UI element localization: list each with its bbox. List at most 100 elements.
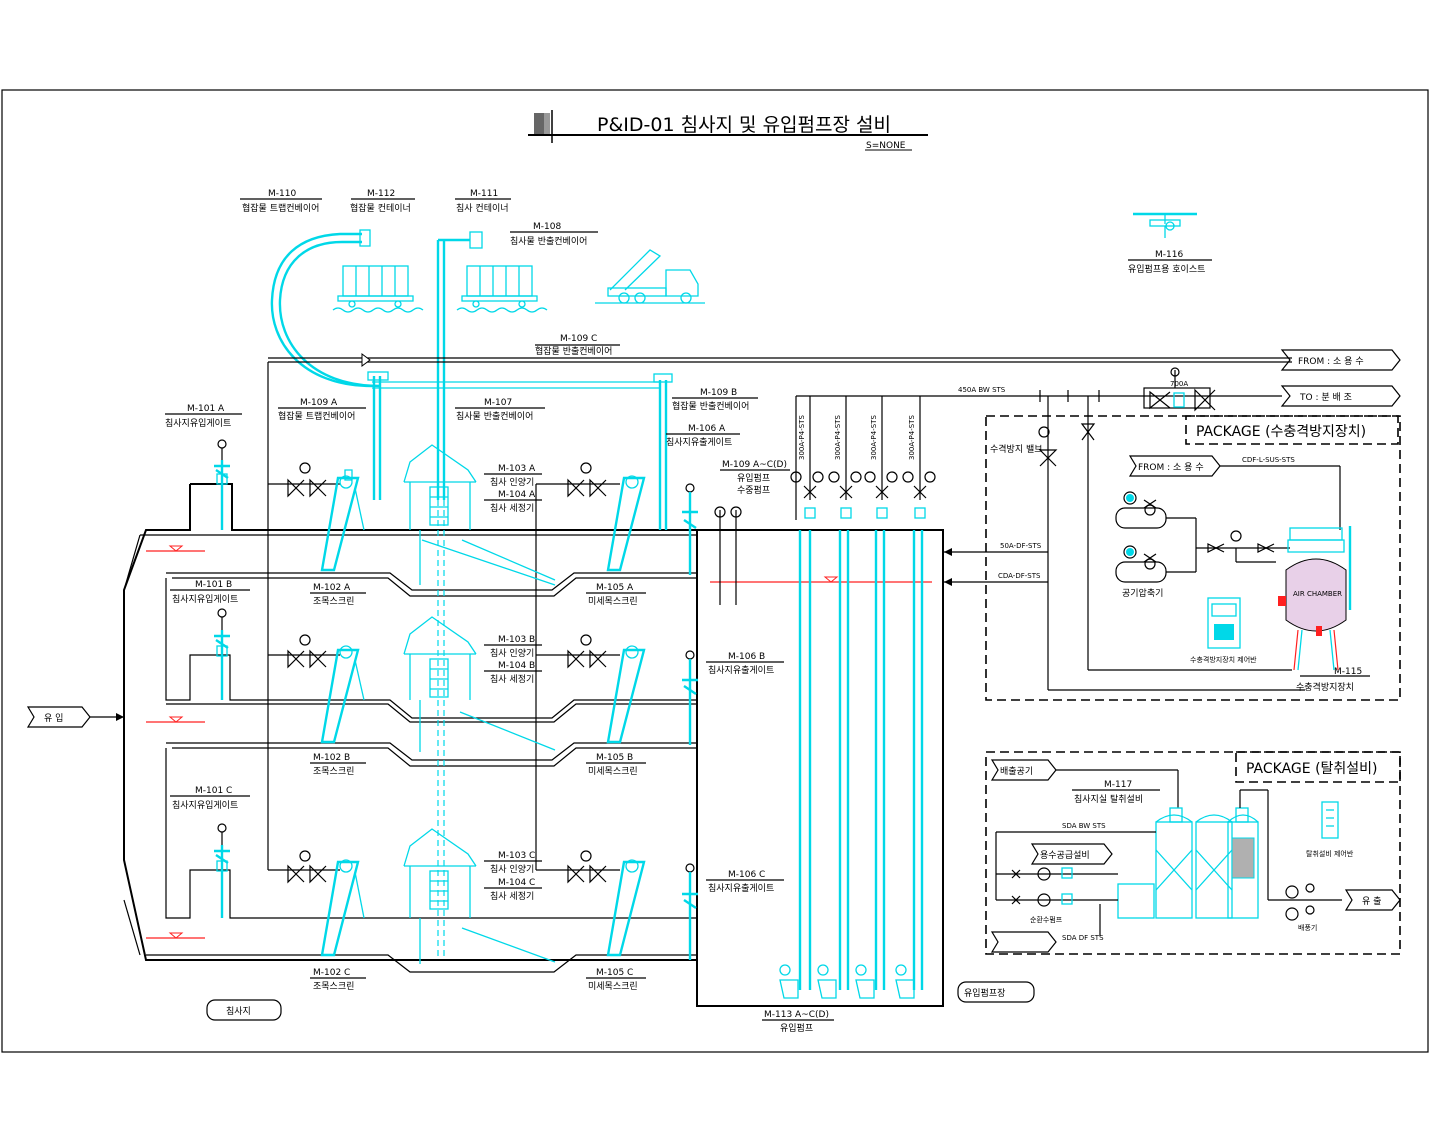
m103c-name: 침사 인양기 <box>490 864 534 875</box>
pipe-cda-label: CDA-DF-STS <box>998 572 1041 580</box>
pipe-sdr-label: SDA BW STS <box>1062 822 1106 830</box>
pipe-vert-2: 300A-P4-STS <box>834 415 842 460</box>
title-block: P&ID-01 침사지 및 유입펌프장 설비 S=NONE <box>528 110 928 151</box>
fine-screen-a <box>606 373 673 572</box>
m109b-name: 협잡물 반출컨베이어 <box>672 400 749 412</box>
package-surge: PACKAGE (수충격방지장치) 수격방지 밸브 50A-DF-STS CDA… <box>944 396 1401 701</box>
diagram-title: P&ID-01 침사지 및 유입펌프장 설비 <box>597 114 891 136</box>
m107-name: 침사물 반출컨베이어 <box>456 411 533 422</box>
m111-name: 침사 컨테이너 <box>456 203 509 214</box>
relief-valve-label: 수격방지 밸브 <box>990 443 1043 455</box>
inflow-label: 유 입 <box>44 712 63 724</box>
container-m111 <box>456 265 548 313</box>
m104c-name: 침사 세정기 <box>490 891 534 902</box>
exhaust-label: 배출공기 <box>1000 766 1033 777</box>
m106b-name: 침사지유출게이트 <box>708 665 774 676</box>
pipe-vert-1: 300A-P4-STS <box>798 415 806 460</box>
surge-panel-label: 수충격방지장치 제어반 <box>1190 655 1257 664</box>
m101b-id: M-101 B <box>195 580 232 590</box>
m106a-id: M-106 A <box>688 424 726 434</box>
grit-lifter-a <box>403 444 556 586</box>
m109c-id: M-109 C <box>560 334 597 344</box>
compressor-1 <box>1115 491 1167 529</box>
m108-id: M-108 <box>533 222 561 232</box>
channel-equipment <box>214 371 698 964</box>
m111-id: M-111 <box>470 189 498 199</box>
m103b-id: M-103 B <box>498 635 535 645</box>
gate-m101b <box>214 608 230 700</box>
scale-label: S=NONE <box>866 141 906 151</box>
scrubber-towers <box>1117 807 1259 919</box>
gate-m101c <box>214 823 230 918</box>
m117-name: 침사지실 탈취설비 <box>1074 794 1143 805</box>
container-m112 <box>332 265 424 313</box>
m104a-name: 침사 세정기 <box>490 503 534 514</box>
grit-lifter-b <box>403 616 556 752</box>
deodor-panel-label: 탈취설비 제어반 <box>1306 849 1354 858</box>
gate-m101a <box>214 439 230 530</box>
m104a-id: M-104 A <box>498 490 536 500</box>
conveyor-m109c: M-109 C 협잡물 반출컨베이어 FROM : 소 용 수 <box>268 334 1401 371</box>
submersible-pumps <box>779 530 924 999</box>
m102a-name: 조목스크린 <box>313 596 354 607</box>
main-header: 450A BW STS TO : 분 배 조 700A <box>796 367 1401 412</box>
sdf-pipe-label: SDA DF STS <box>1062 934 1104 942</box>
coarse-screen-c <box>320 859 365 957</box>
pipe-vert-4: 300A-P4-STS <box>908 415 916 460</box>
pipe-main-label: 450A BW STS <box>958 386 1006 394</box>
package-deodor: PACKAGE (탈취설비) 배출공기 M-117 침사지실 탈취설비 <box>985 751 1401 955</box>
m105c-name: 미세목스크린 <box>588 981 638 992</box>
pipe-sts-label: 50A-DF-STS <box>1000 542 1042 550</box>
m109a-name: 협잡물 트랩컨베이어 <box>278 410 355 422</box>
m102a-id: M-102 A <box>313 583 351 593</box>
m116-name: 유입펌프용 호이스트 <box>1128 263 1205 275</box>
m103b-name: 침사 인양기 <box>490 648 534 659</box>
m105b-name: 미세목스크린 <box>588 766 638 777</box>
top-equipment: M-110 협잡물 트랩컨베이어 M-112 협잡물 컨테이너 M-111 침사… <box>240 189 1212 500</box>
m115-id: M-115 <box>1334 667 1362 677</box>
grit-lifter-c <box>403 828 556 964</box>
m112-id: M-112 <box>367 189 395 199</box>
m105c-id: M-105 C <box>596 968 633 978</box>
m101a-id: M-101 A <box>187 404 225 414</box>
m110-id: M-110 <box>268 189 296 199</box>
fine-screen-c <box>606 859 646 957</box>
m102c-id: M-102 C <box>313 968 350 978</box>
m105b-id: M-105 B <box>596 753 633 763</box>
surge-control-panel: 수충격방지장치 제어반 <box>1190 597 1257 664</box>
m101c-name: 침사지유입게이트 <box>172 799 238 811</box>
m103a-name: 침사 인양기 <box>490 477 534 488</box>
pump-station-label: 유입펌프장 <box>964 987 1005 999</box>
outlet-gate-c <box>682 863 698 960</box>
deodor-control-panel: 탈취설비 제어반 <box>1306 801 1354 858</box>
m113-name: 유입펌프 <box>780 1022 813 1034</box>
grit-chamber-label: 침사지 <box>226 1006 251 1017</box>
m105a-id: M-105 A <box>596 583 634 593</box>
m109a-id: M-109 A <box>300 398 338 408</box>
fine-screen-b <box>606 645 646 744</box>
drawing-border <box>1 89 1429 1053</box>
pump-label: 순환수펌프 <box>1030 915 1063 924</box>
m108-name: 침사물 반출컨베이어 <box>510 236 587 247</box>
m113-id: M-113 A~C(D) <box>764 1010 829 1020</box>
m103c-id: M-103 C <box>498 851 535 861</box>
air-chamber-label: AIR CHAMBER <box>1293 590 1342 598</box>
m101c-id: M-101 C <box>195 786 232 796</box>
wash-water-lines <box>267 362 620 871</box>
m101b-name: 침사지유입게이트 <box>172 593 238 605</box>
m106c-id: M-106 C <box>728 870 765 880</box>
coarse-screen-b <box>320 645 365 744</box>
m101a-name: 침사지유입게이트 <box>165 417 231 429</box>
package1-title: PACKAGE (수충격방지장치) <box>1196 424 1366 440</box>
to-dist-label: TO : 분 배 조 <box>1299 392 1352 403</box>
m105a-name: 미세목스크린 <box>588 596 638 607</box>
from-water-label: FROM : 소 용 수 <box>1298 356 1364 367</box>
m107-id: M-107 <box>484 398 512 408</box>
outlet-gate-b <box>682 650 698 745</box>
hoist-icon: M-116 유입펌프용 호이스트 <box>1128 212 1212 275</box>
to-pump-label: 유 출 <box>1362 896 1381 907</box>
m106c-name: 침사지유출게이트 <box>708 883 774 894</box>
m104b-name: 침사 세정기 <box>490 674 534 685</box>
m109ad-sub: 수중펌프 <box>737 484 770 496</box>
grit-chamber-structure: 유 입 <box>26 483 944 1007</box>
